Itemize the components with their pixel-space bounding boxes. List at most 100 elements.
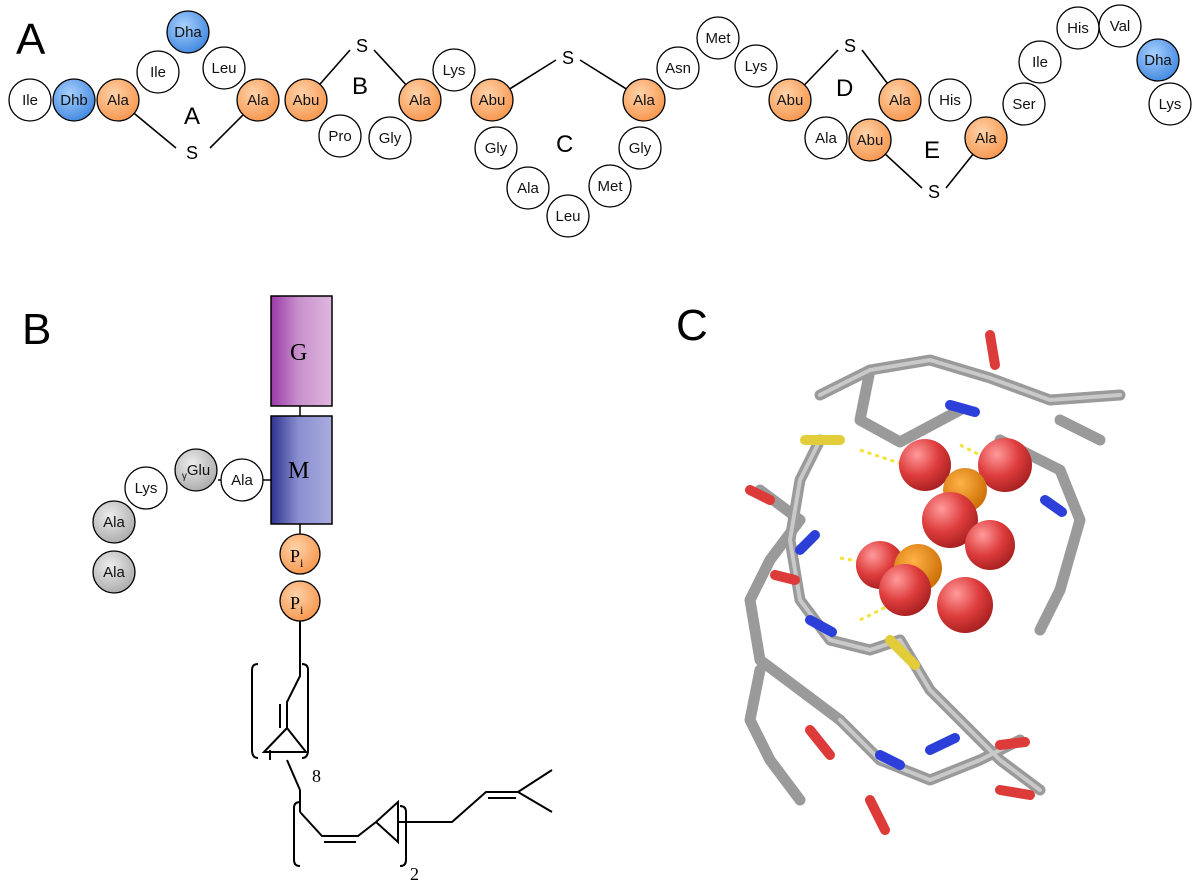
residue-label: Ala	[975, 130, 997, 147]
residue-10: Gly	[368, 116, 412, 160]
sulfur-ring-a: S	[186, 143, 198, 163]
residue-24: Ala	[878, 78, 922, 122]
residue-circle	[432, 48, 476, 92]
residue-circle	[96, 78, 140, 122]
residue-circle	[768, 78, 812, 122]
residue-circle	[202, 46, 246, 90]
residue-circle	[964, 116, 1008, 160]
peptide-label: Ala	[103, 564, 125, 581]
residue-circle	[804, 116, 848, 160]
residue-label: Ala	[409, 92, 431, 109]
residue-label: Gly	[379, 130, 402, 147]
residue-circle	[1098, 4, 1142, 48]
residue-label: Ile	[1032, 54, 1048, 71]
ring-labels: A B C D E	[184, 73, 940, 164]
residue-label: Ile	[150, 64, 166, 81]
panel-label-b: B	[22, 305, 51, 354]
residue-5: Dha	[166, 10, 210, 54]
ring-label-e: E	[924, 137, 940, 164]
ring-label-c: C	[556, 131, 573, 158]
sulfur-ring-d: S	[844, 36, 856, 56]
residue-circle	[166, 10, 210, 54]
residue-circle	[878, 78, 922, 122]
residue-11: Ala	[398, 78, 442, 122]
ring-label-a: A	[184, 103, 200, 130]
residue-25: Abu	[848, 118, 892, 162]
glcnac-box	[270, 295, 333, 407]
residue-circle	[506, 166, 550, 210]
residue-label: Ala	[889, 92, 911, 109]
residue-label: Dhb	[60, 92, 88, 109]
residue-circle	[734, 44, 778, 88]
residue-circle	[8, 78, 52, 122]
residue-label: Dha	[174, 24, 202, 41]
peptide-circle	[220, 458, 264, 502]
residue-23: Abu	[768, 78, 812, 122]
residue-32: Val	[1098, 4, 1142, 48]
residue-label: Ala	[815, 130, 837, 147]
residue-circle	[1002, 82, 1046, 126]
residue-label: His	[1067, 20, 1089, 37]
residue-circle	[618, 126, 662, 170]
residue-14: Gly	[474, 126, 518, 170]
residue-label: Lys	[443, 62, 466, 79]
residue-label: Met	[705, 30, 731, 47]
residue-19: Ala	[622, 78, 666, 122]
residue-circle	[588, 164, 632, 208]
peptide-residue-2: γGlu	[174, 448, 218, 492]
residue-9: Pro	[318, 114, 362, 158]
residue-circle	[136, 50, 180, 94]
residue-label: Leu	[555, 208, 580, 225]
residue-label: Met	[597, 178, 623, 195]
residue-circle	[1148, 82, 1192, 126]
peptide-residue-3: Lys	[124, 466, 168, 510]
residue-4: Ile	[136, 50, 180, 94]
residue-label: Gly	[485, 140, 508, 157]
peptide-residue-4: Ala	[92, 500, 136, 544]
residue-circle	[368, 116, 412, 160]
panel-label-a: A	[16, 15, 46, 64]
peptide-label: Lys	[135, 480, 158, 497]
residue-label: Abu	[777, 92, 804, 109]
residue-31: His	[1056, 6, 1100, 50]
peptide-label: γGlu	[182, 462, 210, 482]
repeat-count-2: 2	[410, 864, 419, 880]
residue-label: Ala	[633, 92, 655, 109]
residue-13: Abu	[470, 78, 514, 122]
residue-circle	[546, 194, 590, 238]
bactoprenol-chain	[251, 621, 553, 867]
residue-7: Ala	[236, 78, 280, 122]
residue-circle	[848, 118, 892, 162]
peptide-circle	[124, 466, 168, 510]
residue-17: Met	[588, 164, 632, 208]
residue-27: His	[928, 78, 972, 122]
peptide-circle	[92, 500, 136, 544]
residue-33: Dha	[1136, 38, 1180, 82]
peptide-residue-5: Ala	[92, 550, 136, 594]
sulfur-ring-e: S	[928, 182, 940, 202]
peptide-label: Ala	[231, 472, 253, 489]
residue-circle	[928, 78, 972, 122]
residue-label: Ser	[1012, 96, 1035, 113]
ring-label-b: B	[352, 73, 368, 100]
residue-label: Abu	[479, 92, 506, 109]
peptide-label: Ala	[103, 514, 125, 531]
residue-34: Lys	[1148, 82, 1192, 126]
residue-label: Pro	[328, 128, 351, 145]
residue-label: Leu	[211, 60, 236, 77]
residue-label: Abu	[293, 92, 320, 109]
peptide-residue-1: Ala	[220, 458, 264, 502]
residue-label: Ala	[107, 92, 129, 109]
peptide-circle	[174, 448, 218, 492]
residue-circle	[398, 78, 442, 122]
residue-label: Dha	[1144, 52, 1172, 69]
residue-26: Ala	[804, 116, 848, 160]
residue-label: Ala	[247, 92, 269, 109]
residue-label: His	[939, 92, 961, 109]
residue-8: Abu	[284, 78, 328, 122]
residue-circle	[284, 78, 328, 122]
peptide-circle	[92, 550, 136, 594]
residue-label: Gly	[629, 140, 652, 157]
residue-circle	[236, 78, 280, 122]
